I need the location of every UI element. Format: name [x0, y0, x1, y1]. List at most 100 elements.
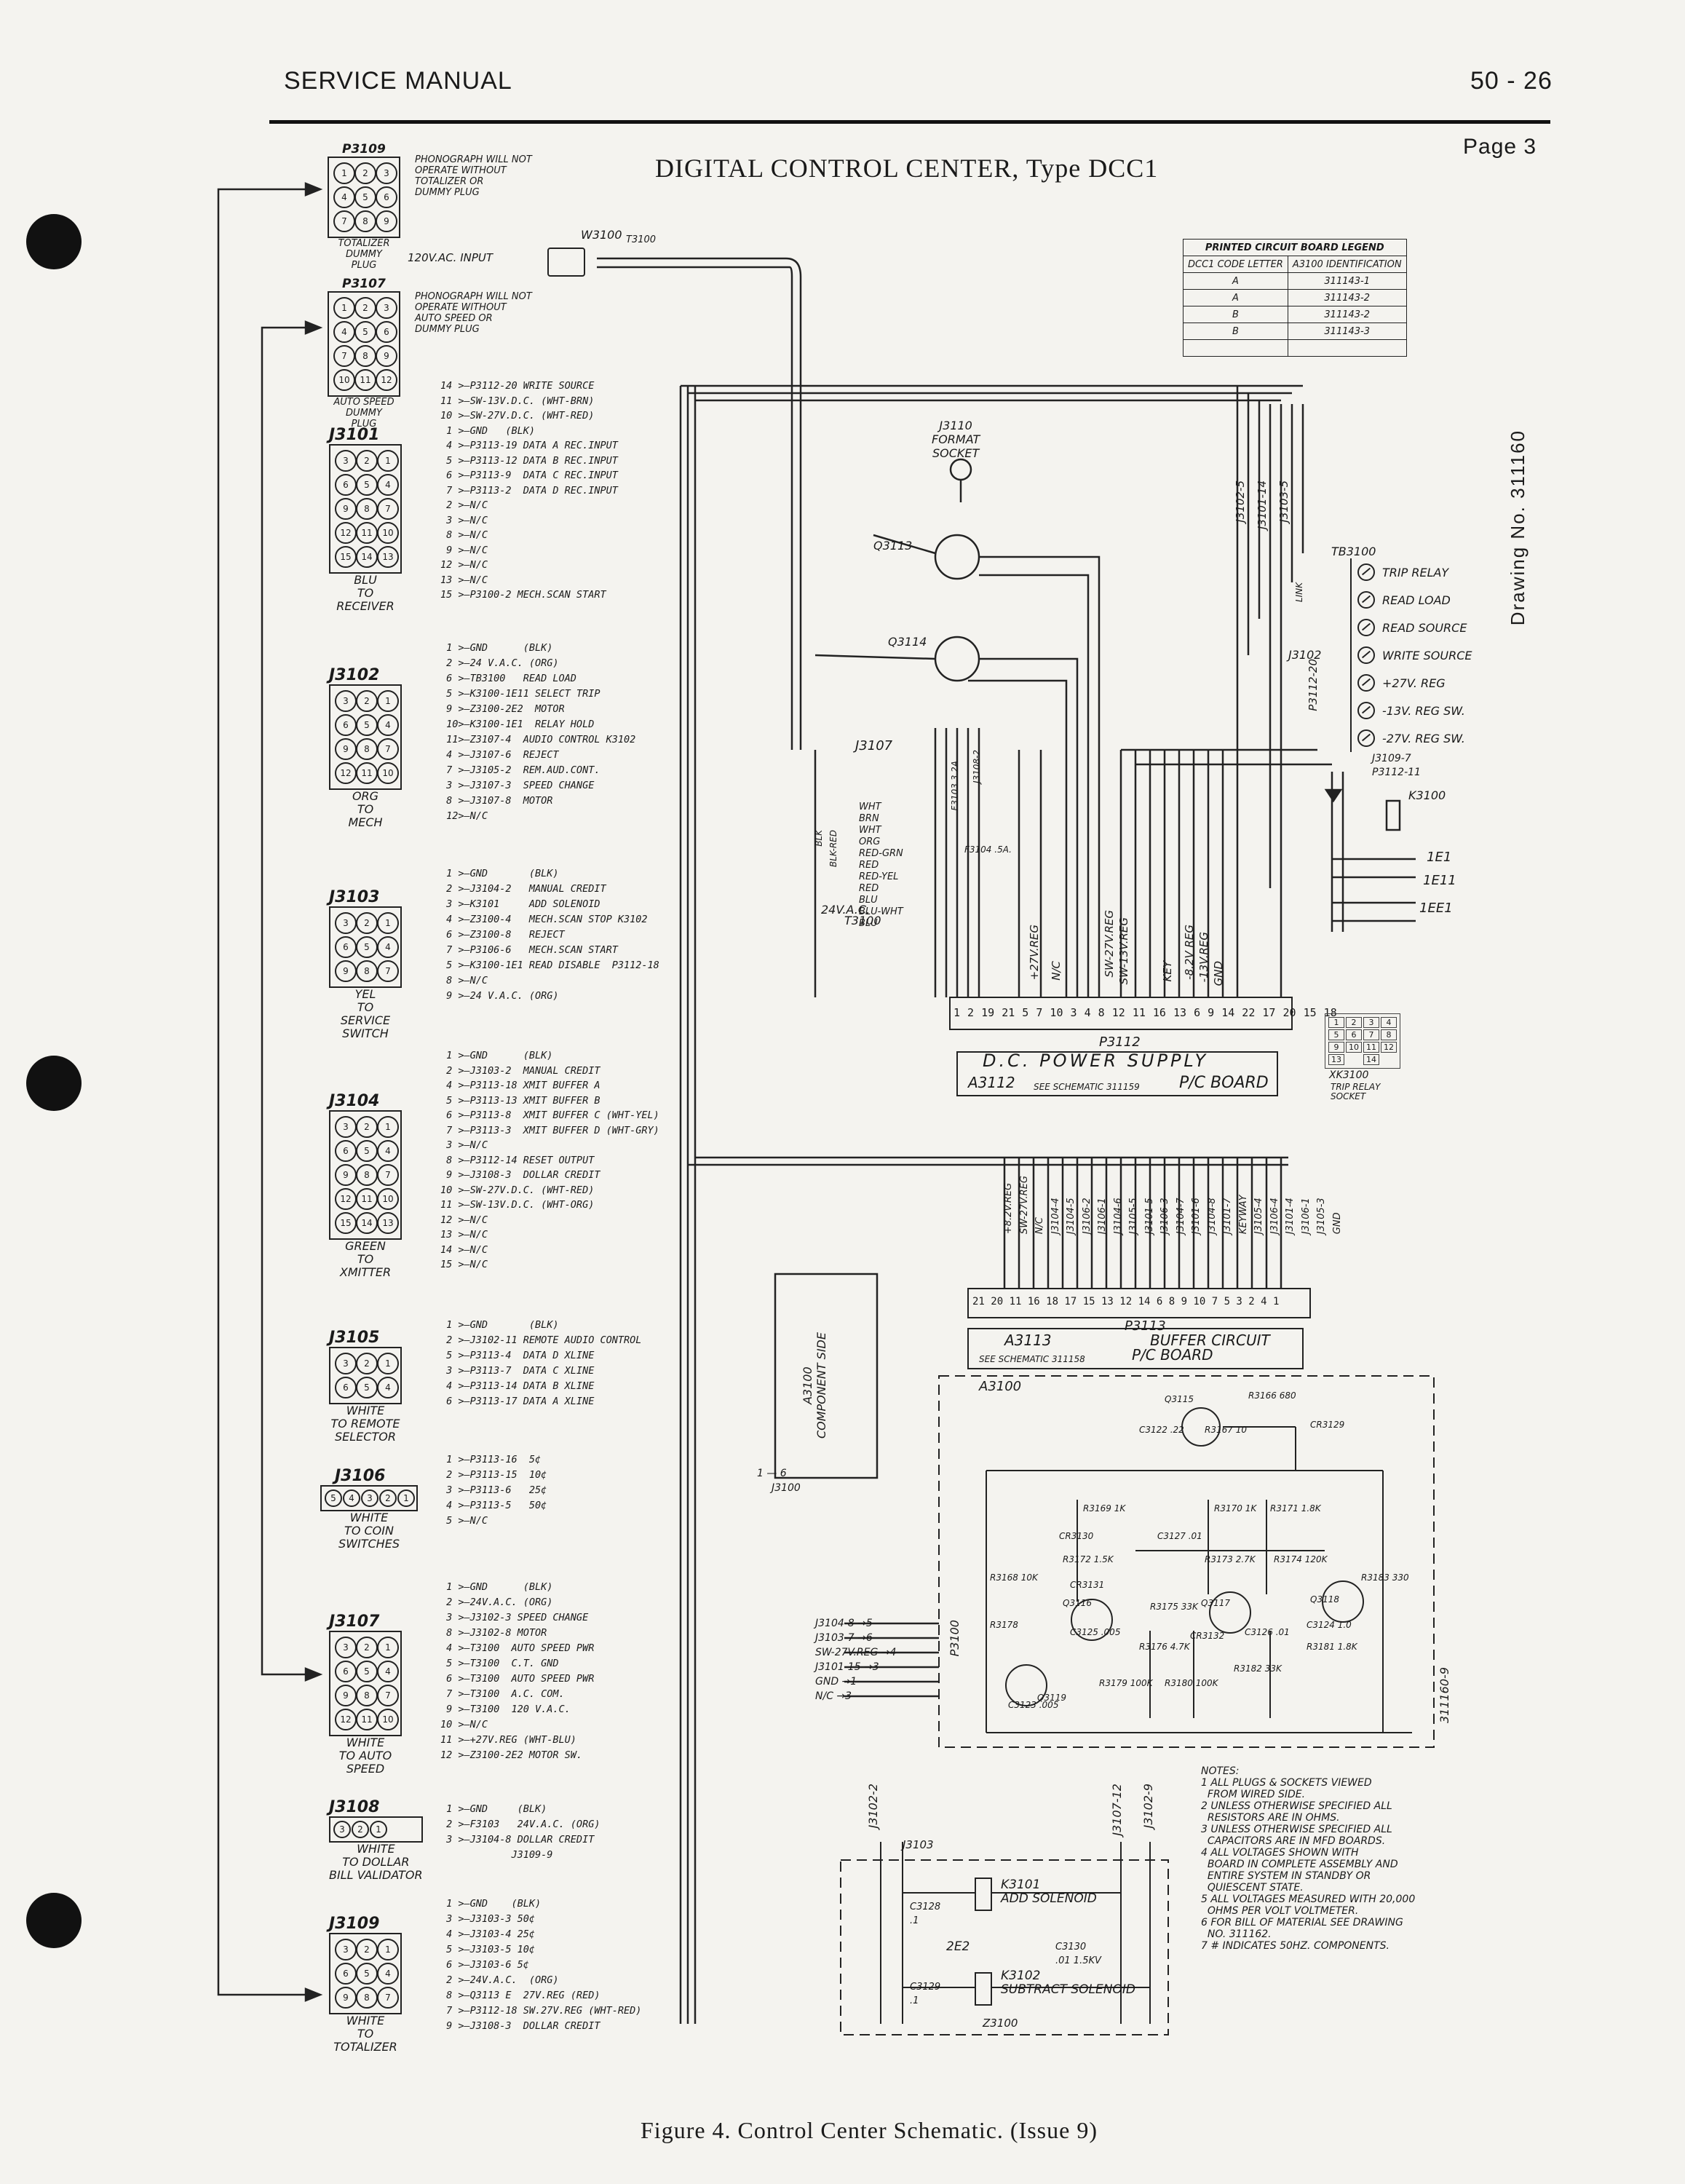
- punch-hole-middle: [26, 1056, 82, 1111]
- j3110-format-socket: J3110 FORMAT SOCKET: [932, 419, 980, 460]
- legend-code: A: [1183, 289, 1288, 306]
- legend-ident: 311143-2: [1287, 289, 1407, 306]
- transistor-q3113: Q3113: [873, 539, 913, 553]
- solenoid-k3101: K3101 ADD SOLENOID: [1001, 1878, 1097, 1906]
- capacitor-c3130: C3130 .01 1.5KV: [1055, 1942, 1101, 1966]
- transistor-q3114: Q3114: [888, 635, 927, 649]
- connector-caption: BLU TO RECEIVER: [336, 573, 395, 613]
- capacitor-c3129: C3129 .1: [910, 1982, 941, 2006]
- page-number: Page 3: [1463, 135, 1537, 159]
- screw-icon: [1357, 729, 1375, 747]
- xk3100-socket: 1 2 3 4 5 6 7 8 9 10 11 12 13 14 XK3100 …: [1325, 1013, 1400, 1101]
- transformer-lead: BLK: [814, 830, 824, 847]
- connector-id: J3101: [329, 426, 380, 444]
- punch-hole-top: [26, 214, 82, 269]
- pcb-legend: PRINTED CIRCUIT BOARD LEGEND DCC1 CODE L…: [1183, 239, 1407, 357]
- legend-ident: 311143-2: [1287, 306, 1407, 323]
- fuse-f3104: F3104 .5A.: [964, 844, 1012, 855]
- a3100-component-side: A3100 COMPONENT SIDE: [801, 1332, 828, 1439]
- tb3100-extra: J3109-7: [1372, 753, 1411, 764]
- z3100-id: Z3100: [983, 2017, 1018, 2030]
- tb3100-terminal: +27V. REG: [1357, 669, 1472, 697]
- connector-caption: WHITE TO REMOTE SELECTOR: [330, 1404, 400, 1444]
- a3100-component-pins: 1 — 6: [757, 1468, 787, 1479]
- j3109-pinout: 1 >—GND (BLK) 3 >—J3103-3 50¢ 4 >—J3103-…: [446, 1898, 642, 2032]
- psu-plug-id: P3112: [1099, 1034, 1141, 1050]
- plug-caption: TOTALIZER DUMMY PLUG: [338, 238, 390, 271]
- a3100-component-plug: J3100: [772, 1482, 801, 1494]
- psu-label: -8.2V REG: [1183, 925, 1196, 980]
- wire-tag: J3102-5: [1234, 480, 1247, 523]
- tb3100-terminal: READ LOAD: [1357, 586, 1472, 614]
- j3107-label: J3107: [855, 738, 893, 753]
- j3108-pinout: 1 >—GND (BLK) 2 >—F3103 24V.A.C. (ORG) 3…: [446, 1803, 600, 1861]
- buffer-board: A3113: [1004, 1332, 1052, 1349]
- a3100-id: A3100: [979, 1379, 1022, 1394]
- tb3100-terminal: -27V. REG SW.: [1357, 724, 1472, 752]
- connector-id: J3106: [335, 1467, 386, 1485]
- screw-icon: [1357, 563, 1375, 581]
- terminal-block-tb3100: TB3100 TRIP RELAY READ LOAD READ SOURCE …: [1328, 545, 1472, 780]
- xk3100-caption: TRIP RELAY SOCKET: [1331, 1082, 1381, 1101]
- screw-icon: [1357, 674, 1375, 692]
- transformer-id: 24V.A.C.: [821, 903, 871, 917]
- j3102-pinout: 1 >—GND (BLK) 2 >—24 V.A.C. (ORG) 6 >—TB…: [446, 642, 636, 822]
- connector-id: J3102: [329, 666, 380, 684]
- psu-label: +27V.REG: [1028, 925, 1041, 981]
- screw-icon: [1357, 702, 1375, 719]
- plug-note: PHONOGRAPH WILL NOT OPERATE WITHOUT TOTA…: [415, 154, 532, 198]
- relay-contact: 1EE1: [1419, 901, 1453, 916]
- tb3100-terminal: READ SOURCE: [1357, 614, 1472, 641]
- figure-caption: Figure 4. Control Center Schematic. (Iss…: [641, 2117, 1098, 2143]
- plug-id: P3109: [342, 142, 386, 157]
- wire-tag: P3112-20: [1307, 659, 1320, 711]
- screw-icon: [1357, 619, 1375, 636]
- header-left: SERVICE MANUAL: [284, 67, 512, 95]
- tb3100-terminal: WRITE SOURCE: [1357, 641, 1472, 669]
- buffer-see: SEE SCHEMATIC 311158: [979, 1354, 1085, 1364]
- pcb-legend-table: PRINTED CIRCUIT BOARD LEGEND DCC1 CODE L…: [1183, 239, 1407, 357]
- a3100-drawing: 311160-9: [1438, 1667, 1451, 1724]
- a3100-plug: P3100: [948, 1620, 962, 1657]
- legend-col2: A3100 IDENTIFICATION: [1287, 256, 1407, 273]
- power-cord-label: T3100: [626, 234, 657, 245]
- legend-ident: 311143-1: [1287, 272, 1407, 290]
- transformer-lead: BLK-RED: [828, 830, 838, 868]
- diagram-title: DIGITAL CONTROL CENTER, Type DCC1: [655, 154, 1159, 183]
- legend-col1: DCC1 CODE LETTER: [1183, 256, 1288, 273]
- connector-id: J3109: [329, 1915, 380, 1933]
- connector-caption: WHITE TO DOLLAR BILL VALIDATOR: [329, 1842, 423, 1882]
- connector-caption: WHITE TO TOTALIZER: [333, 2014, 397, 2054]
- plug-id: P3107: [342, 277, 386, 291]
- psu-board: A3112: [968, 1074, 1015, 1091]
- relay-k3100: K3100: [1408, 788, 1446, 802]
- a3100-parts: Q3115 R3166 680 C3122 .22 R3167 10 CR312…: [990, 1390, 1409, 1710]
- z3100-tag: J3103: [903, 1838, 934, 1851]
- wire-tag: J3103-5: [1277, 480, 1290, 523]
- notes: NOTES: 1 ALL PLUGS & SOCKETS VIEWED FROM…: [1201, 1765, 1416, 1952]
- tb3100-extra: P3112-11: [1372, 767, 1421, 778]
- psu-title: D.C. POWER SUPPLY: [983, 1051, 1209, 1071]
- power-plug-icon: [547, 248, 585, 277]
- connector-id: J3104: [329, 1092, 380, 1110]
- connector-id: J3105: [329, 1329, 380, 1347]
- buffer-labels: +8.2V.REG SW-27V.REG N/C J3104-4 J3104-5…: [1003, 1176, 1343, 1235]
- fuse-f3103: F3103 3.2A: [950, 761, 960, 811]
- z3100-tag: J3107-12: [1110, 1784, 1124, 1836]
- connector-caption: YEL TO SERVICE SWITCH: [340, 987, 391, 1040]
- screw-icon: [1357, 591, 1375, 609]
- connector-id: J3108: [329, 1798, 380, 1816]
